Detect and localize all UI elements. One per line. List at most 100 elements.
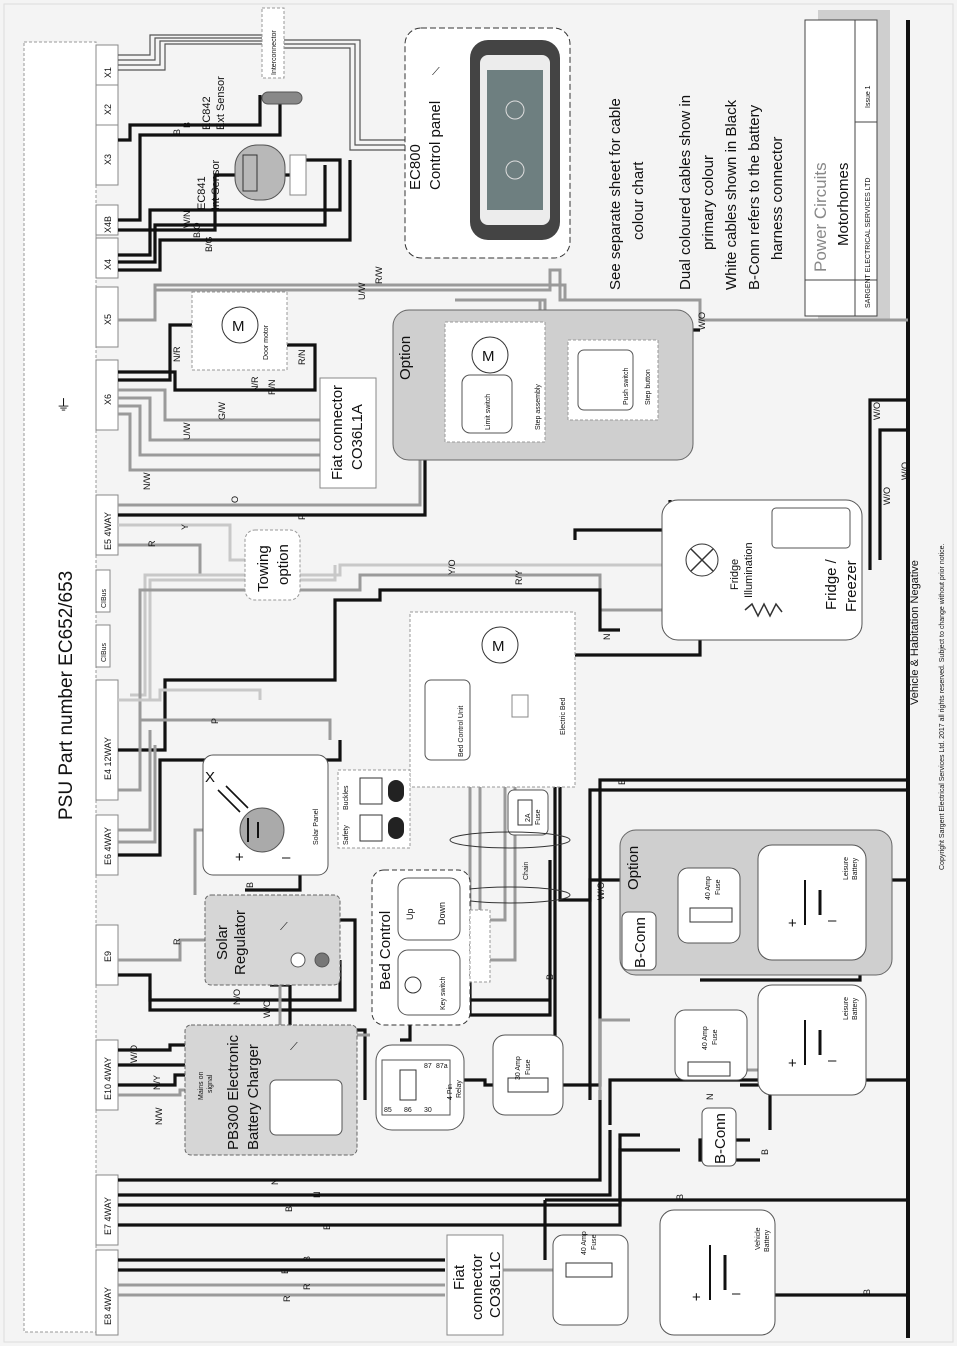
door-motor-label: Door motor — [263, 324, 270, 360]
wire-label: N/R — [172, 346, 182, 362]
bed-motor-symbol: M — [492, 638, 505, 655]
interconnector-label: Interconnector — [271, 30, 278, 75]
relay-pin-85: 85 — [384, 1107, 392, 1114]
wire-label: O — [230, 496, 240, 503]
leisure-2-label: Leisure — [843, 997, 850, 1020]
limit-switch-label: Limit switch — [485, 394, 492, 430]
bed-control: Bed Control Up Down Key switch — [371, 869, 491, 1026]
sun-symbol: X — [205, 769, 215, 786]
fiat-a-label: Fiat connector — [329, 385, 346, 480]
towing-option-label: option — [275, 544, 292, 585]
vehicle-battery-label: Battery — [764, 1229, 771, 1252]
leisure-plus: + — [788, 915, 797, 932]
wire-label: W/O — [697, 312, 707, 330]
safety-buckles: Safety Buckles — [337, 769, 411, 849]
relay-pins-label: 4 Pin — [447, 1084, 454, 1100]
mains-label: Mains on — [198, 1071, 205, 1100]
wire-label: B — [322, 1224, 332, 1230]
title-block: Power Circuits Motorhomes SARGENT ELECTR… — [804, 10, 890, 320]
relay-pin-86: 86 — [404, 1107, 412, 1114]
brand-name: Power Circuits — [811, 162, 830, 272]
connector-x6: X6 — [103, 394, 113, 405]
notes: See separate sheet for cable colour char… — [607, 95, 786, 290]
wire-label: N — [312, 1192, 322, 1199]
solar-reg-desc: Regulator — [232, 910, 249, 975]
wire-label: B — [760, 1149, 770, 1155]
up-label: Up — [405, 908, 415, 920]
solar-panel: + – X Solar Panel — [202, 754, 329, 876]
wire-label: B — [280, 1268, 290, 1274]
step-option: Option M Limit switch Step assembly Push… — [392, 309, 694, 461]
control-panel[interactable]: EC800 Control panel ⟋ — [404, 27, 571, 259]
connector-strip — [95, 44, 119, 1336]
wire-label: R — [302, 1283, 312, 1290]
fuse-40a-label: Fuse — [715, 879, 722, 895]
fridge-label: Fridge / — [823, 558, 840, 610]
step-assembly-label: Step assembly — [535, 384, 542, 430]
solar-plus: + — [235, 849, 244, 866]
wire-label: R — [282, 1295, 292, 1302]
connector-e9: E9 — [103, 951, 113, 962]
leisure-2-battery-label: Battery — [852, 997, 859, 1020]
wire-label: N/R — [250, 376, 260, 392]
int-sensor: EC841 Int Sensor — [196, 144, 307, 210]
connector-e4: E4 12WAY — [103, 737, 113, 780]
fuse-30a-label: Fuse — [525, 1059, 532, 1075]
fuse-40a-2-label: Fuse — [712, 1029, 719, 1045]
connector-cibus-2: CIBus — [101, 642, 108, 662]
note-line-2: colour chart — [630, 161, 647, 240]
leisure-battery-2: 40 Amp Fuse + – Leisure Battery B-Conn — [674, 984, 867, 1167]
vehicle-plus: + — [692, 1289, 701, 1306]
electric-bed-label: Electric Bed — [560, 698, 567, 735]
ec800-label: EC800 — [407, 144, 424, 190]
fridge: Fridge Illumination Fridge / Freezer — [661, 499, 863, 641]
mains-signal-label: signal — [207, 1074, 214, 1093]
connector-x5: X5 — [103, 314, 113, 325]
charger-desc: Battery Charger — [245, 1044, 262, 1150]
fuse-30a: 30 Amp Fuse — [492, 1034, 564, 1116]
wire-label: B — [182, 122, 192, 128]
psu-title: PSU Part number EC652/653 — [56, 571, 77, 820]
wire-label: B — [302, 1256, 312, 1262]
note-line-4: primary colour — [700, 155, 717, 250]
vehicle-minus: – — [732, 1285, 741, 1302]
leisure-2-minus: – — [828, 1052, 837, 1069]
company-name: SARGENT ELECTRICAL SERVICES LTD — [865, 178, 872, 308]
negative-bus-label: Vehicle & Habitation Negative — [909, 560, 921, 705]
bed-control-label: Bed Control — [377, 911, 394, 990]
connector-x1: X1 — [103, 67, 113, 78]
fuse-2a: 2A Fuse Chain — [449, 789, 571, 904]
wire-label: Y/O — [447, 559, 457, 575]
wire-label: W/O — [900, 462, 910, 480]
fridge-illum-label: Fridge — [729, 559, 741, 590]
bed-control-unit: M Bed Control Unit Electric Bed — [409, 611, 576, 788]
leisure-label: Leisure — [843, 857, 850, 880]
copyright: Copyright Sargent Electrical Services Lt… — [939, 543, 946, 870]
solar-reg-antenna-icon: ⟋ — [280, 921, 288, 933]
fuse-40a-2-rating: 40 Amp — [702, 1026, 709, 1050]
fiat-c-code: CO36L1C — [487, 1251, 504, 1318]
option-label: Option — [397, 336, 414, 380]
solar-reg-label: Solar — [214, 925, 231, 960]
relay: 87 87a 85 86 30 4 Pin Relay — [375, 1044, 465, 1131]
solar-regulator: Solar Regulator ⟋ — [204, 894, 341, 986]
leisure-minus: – — [828, 912, 837, 929]
psu-box — [23, 41, 97, 1333]
leisure-option: Option 40 Amp Fuse + – Leisure Battery B… — [619, 829, 893, 976]
leisure-option-label: Option — [625, 846, 642, 890]
connector-x2: X2 — [103, 104, 113, 115]
connector-x4b: X4B — [103, 216, 113, 233]
wire-label: B — [617, 779, 627, 785]
wire-label: R/W — [374, 266, 384, 284]
relay-pin-30: 30 — [424, 1107, 432, 1114]
fuse-40a-rating: 40 Amp — [705, 876, 712, 900]
charger-antenna-icon: ⟋ — [290, 1041, 298, 1053]
ext-sensor: EC842 Ext Sensor — [201, 76, 303, 130]
relay-label: Relay — [456, 1080, 463, 1098]
connector-labels: X1 X2 X3 X4B X4 X5 X6 E5 4WAY CIBus CIBu… — [101, 67, 113, 1325]
wire-label: W/N — [182, 211, 192, 229]
interconnector: Interconnector — [261, 7, 285, 79]
note-line-1: See separate sheet for cable — [607, 98, 624, 290]
